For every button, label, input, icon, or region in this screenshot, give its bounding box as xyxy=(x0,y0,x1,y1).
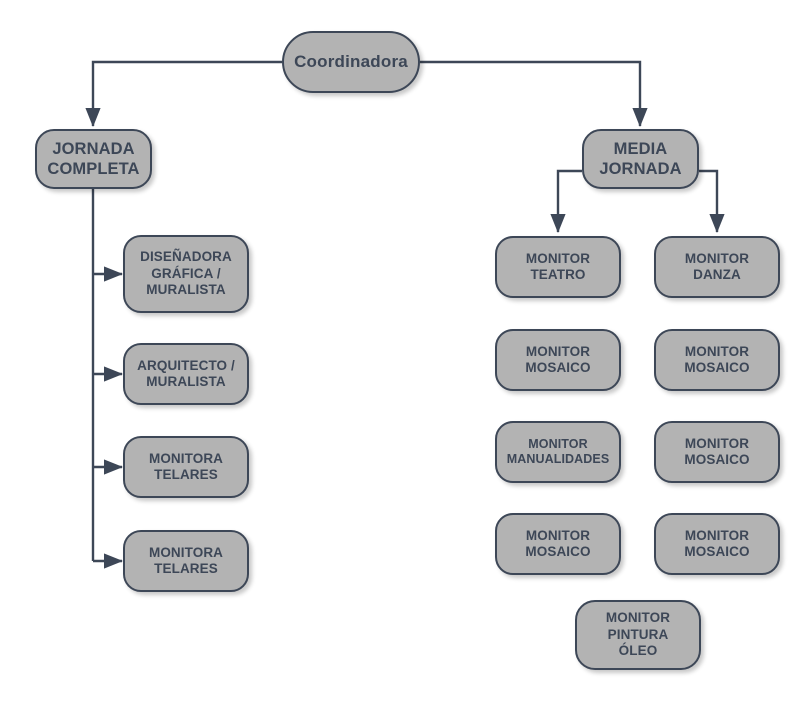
node-monitor-mosaico-2[interactable]: MONITOR MOSAICO xyxy=(654,329,780,391)
node-coordinadora[interactable]: Coordinadora xyxy=(282,31,420,93)
node-monitor-mosaico-4[interactable]: MONITOR MOSAICO xyxy=(654,421,780,483)
node-monitor-mosaico-3[interactable]: MONITOR MOSAICO xyxy=(495,513,621,575)
edge-media-jornada-to-monitor-teatro xyxy=(550,169,582,233)
node-monitora-telares-1[interactable]: MONITORA TELARES xyxy=(123,436,249,498)
edge-coordinadora-to-jornada-completa xyxy=(85,60,282,127)
node-monitor-pintura-oleo[interactable]: MONITOR PINTURA ÓLEO xyxy=(575,600,701,670)
node-monitor-danza[interactable]: MONITOR DANZA xyxy=(654,236,780,298)
node-monitor-mosaico-5[interactable]: MONITOR MOSAICO xyxy=(654,513,780,575)
node-monitora-telares-2[interactable]: MONITORA TELARES xyxy=(123,530,249,592)
node-monitor-teatro[interactable]: MONITOR TEATRO xyxy=(495,236,621,298)
node-monitor-mosaico-1[interactable]: MONITOR MOSAICO xyxy=(495,329,621,391)
edge-coordinadora-to-media-jornada xyxy=(420,60,648,127)
node-disenadora-grafica-muralista[interactable]: DISEÑADORA GRÁFICA / MURALISTA xyxy=(123,235,249,313)
edge-media-jornada-to-monitor-danza xyxy=(699,169,725,233)
node-monitor-manualidades[interactable]: MONITOR MANUALIDADES xyxy=(495,421,621,483)
node-arquitecto-muralista[interactable]: ARQUITECTO / MURALISTA xyxy=(123,343,249,405)
node-jornada-completa[interactable]: JORNADA COMPLETA xyxy=(35,129,152,189)
node-media-jornada[interactable]: MEDIA JORNADA xyxy=(582,129,699,189)
